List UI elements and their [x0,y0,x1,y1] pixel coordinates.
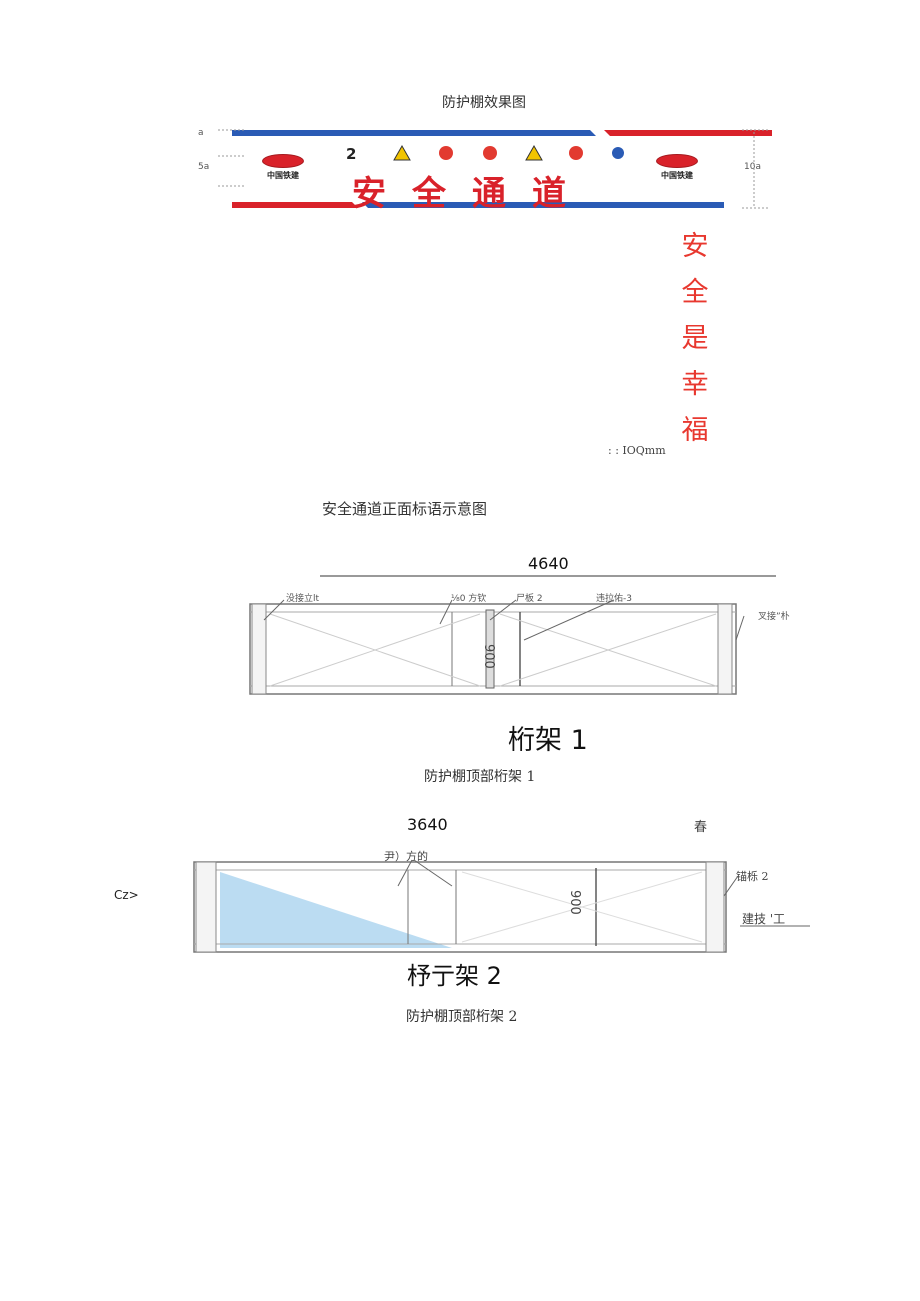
warning-triangle-icon [525,144,543,161]
stripe-bottom-red [232,202,358,208]
truss1-label-3: 尸板 2 [516,594,543,604]
warning-triangle-icon [393,144,411,161]
banner-dim-5a: 5a [198,162,210,172]
slogan-char: 是 [681,323,709,354]
truss2-height: 900 [567,890,582,915]
truss2-frame [193,861,727,953]
banner-dim-lines [218,129,768,209]
safety-signs-icon: 2 [346,144,624,163]
truss1-name: 桁架 1 [508,725,588,756]
truss1-center-post [485,609,495,689]
truss2-label-2: 锚栎 2 [736,870,769,883]
truss2-left-label: Cz> [114,888,139,902]
sign-number-icon: 2 [346,145,356,162]
logo-left: 中国铁建 [254,154,312,181]
truss2-right-plate [705,861,725,953]
truss1-label-2: ⅛0 方钦 [451,594,487,604]
truss2-drawing [193,859,810,953]
truss1-drawing [249,575,776,695]
truss1-label-5: 叉接”朴 [758,612,790,622]
truss1-label-4: 违拉佑-3 [596,594,632,604]
safety-sign-row: 2 [342,144,642,166]
truss2-caption: 防护棚顶部桁架 2 [406,1009,518,1025]
truss2-top-right: 春 [694,820,708,835]
banner-effect-drawing: 中国铁建 中国铁建 2 安全通道 [232,124,772,214]
slogan-char: 安 [681,231,709,262]
slogan-char: 幸 [681,369,709,400]
stripe-top-red [604,130,772,136]
truss1-frame [249,603,737,695]
logo-right-text: 中国铁建 [661,171,693,180]
truss1-left-plate [251,603,267,695]
prohibition-sign-icon [483,146,497,160]
banner-stripes [232,130,772,208]
truss1-caption: 防护棚顶部桁架 1 [424,769,536,785]
truss1-right-plate [717,603,733,695]
logo-emblem-icon [656,154,698,168]
logo-emblem-icon [262,154,304,168]
truss1-label-1: 没接立lt [286,594,320,604]
slogan-char: 全 [681,277,709,308]
vertical-slogan: 安 全 是 幸 福 [680,224,710,454]
mandatory-sign-icon [612,147,624,159]
slogan-note: : : IOQmm [608,444,666,457]
prohibition-sign-icon [439,146,453,160]
truss2-dimension: 3640 [407,815,448,834]
slogan-char: 福 [681,415,709,446]
banner-title: 安全通道 [352,174,592,214]
prohibition-sign-icon [569,146,583,160]
truss2-shaded-area [220,872,452,948]
slogan-caption: 安全通道正面标语示意图 [322,500,488,518]
banner-dim-a: a [198,128,204,138]
logo-right: 中国铁建 [648,154,706,181]
truss1-height: 900 [481,644,496,669]
truss2-left-plate [195,861,217,953]
banner-dim-10a: 10a [744,162,761,172]
stripe-bottom-blue [362,202,724,208]
truss2-label-3: 建技 '工 [742,912,786,926]
truss2-name: 杼亍架 2 [407,962,502,990]
stripe-top-blue [232,130,596,136]
truss1-dimension: 4640 [528,554,569,573]
truss2-label-1: 尹）方的 [384,850,428,863]
logo-left-text: 中国铁建 [267,171,299,180]
top-title: 防护棚效果图 [442,95,526,111]
